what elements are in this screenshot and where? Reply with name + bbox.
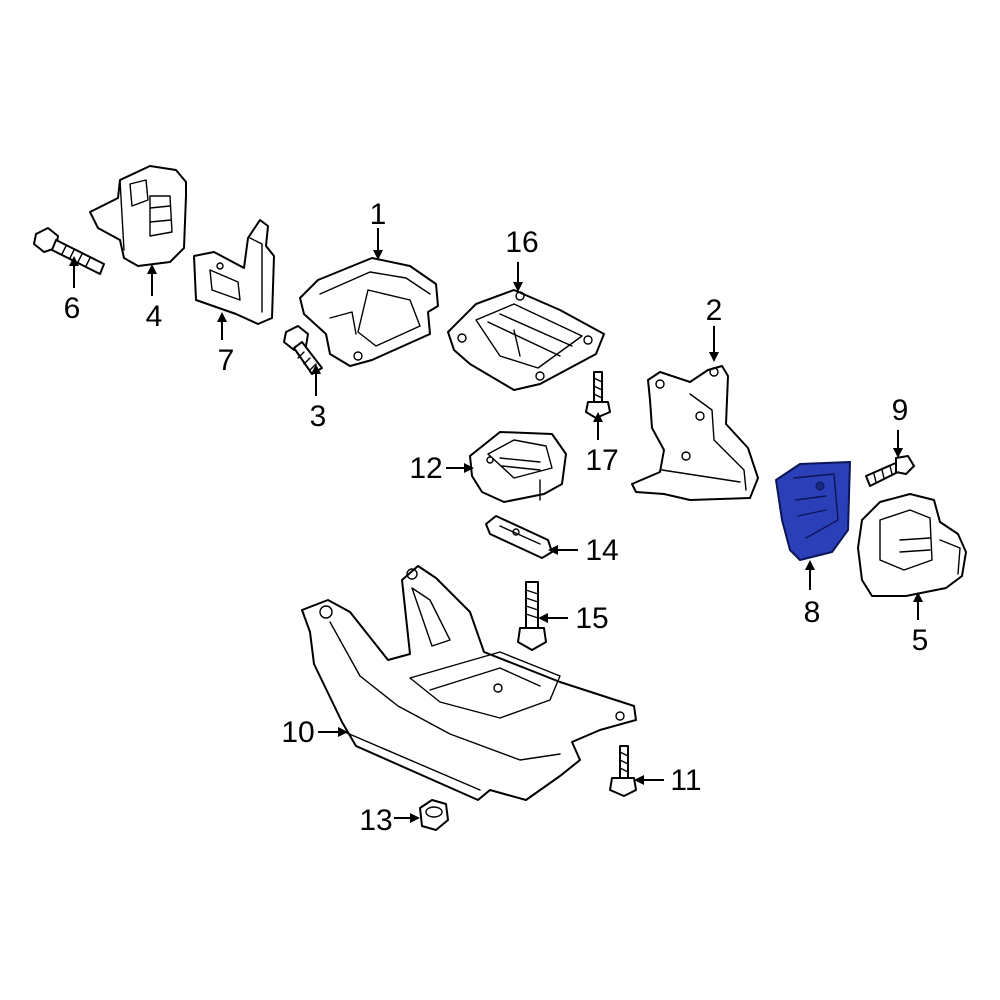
callout-16: 16: [505, 226, 538, 259]
callout-3: 3: [310, 400, 327, 433]
part-13-nut[interactable]: [419, 799, 449, 831]
callout-4: 4: [146, 300, 163, 333]
callout-1: 1: [370, 198, 387, 231]
callout-10: 10: [281, 716, 314, 749]
part-6-bolt[interactable]: [33, 227, 105, 275]
callout-12: 12: [409, 452, 442, 485]
callout-9: 9: [892, 394, 909, 427]
part-17-bolt[interactable]: [585, 371, 611, 419]
part-10-subframe[interactable]: [301, 565, 637, 801]
part-9-bolt[interactable]: [865, 455, 915, 487]
part-5-engine-mount-right[interactable]: [857, 493, 967, 597]
callout-15: 15: [575, 602, 608, 635]
part-11-bolt[interactable]: [609, 745, 637, 797]
callout-8: 8: [804, 596, 821, 629]
part-4-engine-mount-left[interactable]: [89, 165, 187, 267]
callout-7: 7: [218, 344, 235, 377]
callout-labels: 1 2 3 4 5 6 7 8 9 10 11 12 13 14 15 16 1…: [64, 198, 929, 837]
callout-5: 5: [912, 624, 929, 657]
callout-2: 2: [706, 294, 723, 327]
part-8-heat-shield-highlighted[interactable]: [775, 461, 851, 561]
part-2-bracket[interactable]: [631, 365, 759, 501]
leader-lines: [69, 228, 923, 823]
part-14-bracket[interactable]: [485, 515, 553, 559]
callout-17: 17: [585, 444, 618, 477]
part-7-bracket[interactable]: [193, 219, 275, 325]
callout-13: 13: [359, 804, 392, 837]
part-16-crossmember[interactable]: [447, 289, 605, 391]
callout-6: 6: [64, 292, 81, 325]
part-12-transmission-mount[interactable]: [469, 431, 567, 503]
callout-14: 14: [585, 534, 618, 567]
callout-11: 11: [670, 764, 701, 797]
part-15-bolt[interactable]: [517, 581, 547, 651]
part-1-bracket[interactable]: [299, 257, 439, 367]
